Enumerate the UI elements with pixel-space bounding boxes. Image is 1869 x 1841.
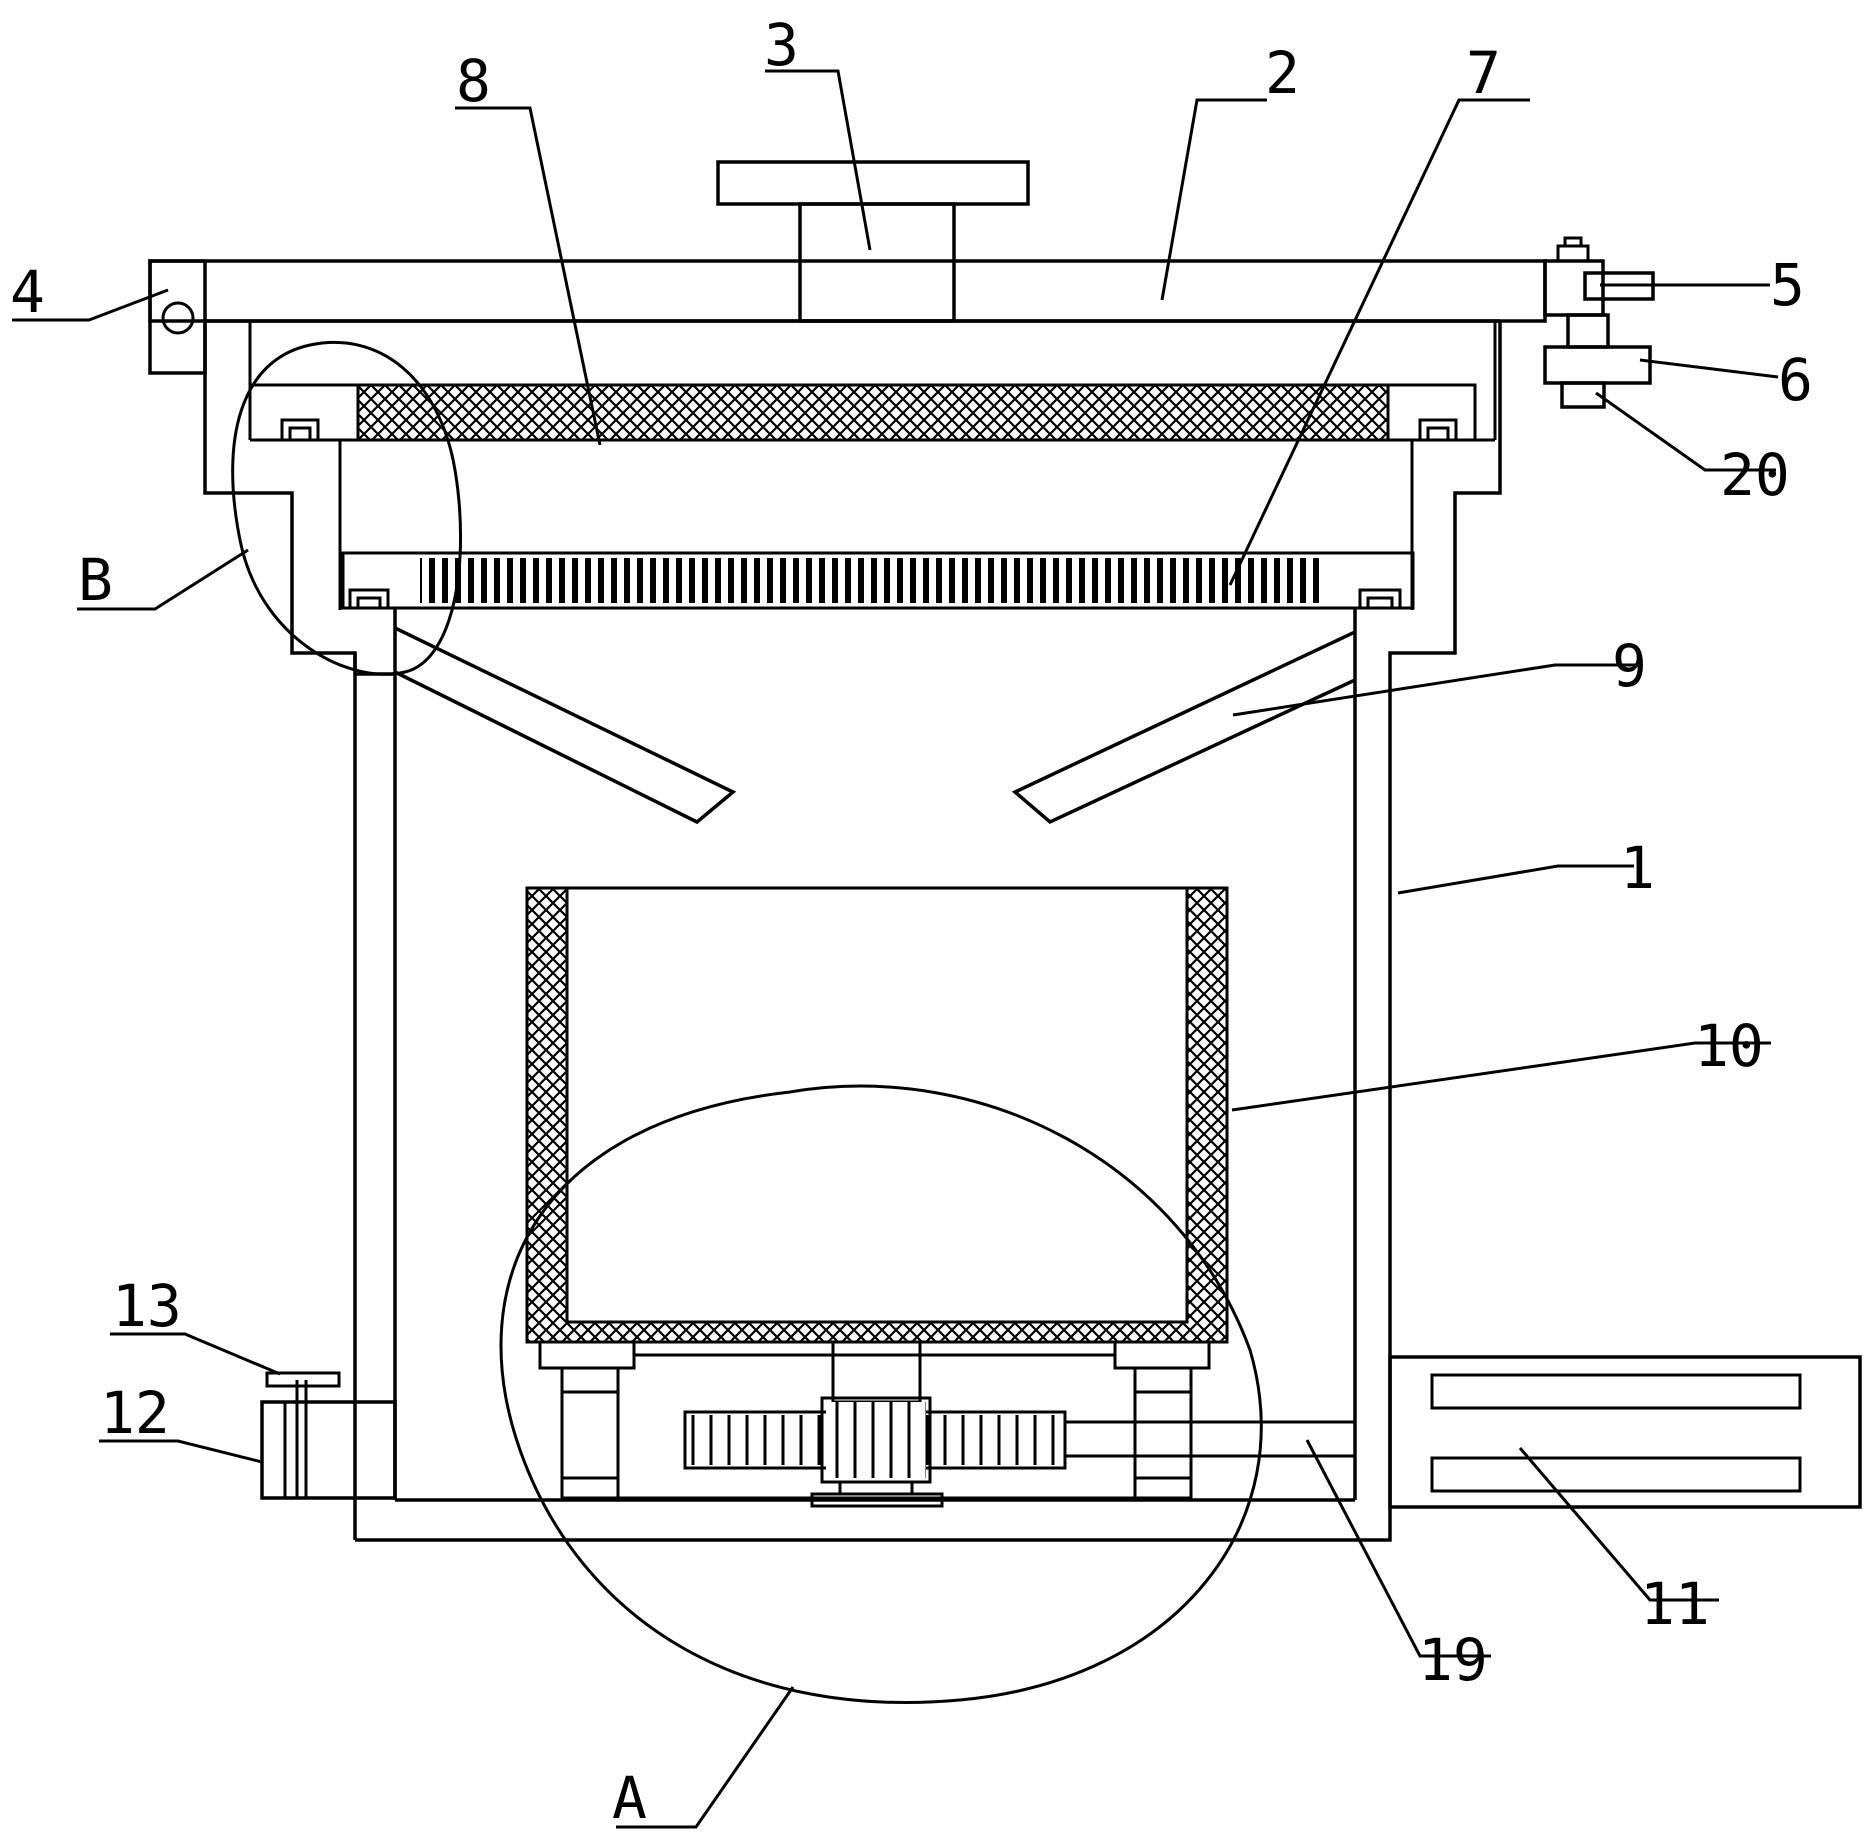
label-a: A <box>612 1764 647 1832</box>
part-labels: 3 2 8 7 4 5 6 20 B 9 1 10 13 12 11 19 A <box>10 11 1813 1832</box>
outlet-valve <box>260 1371 397 1500</box>
handle <box>716 160 1030 323</box>
label-7: 7 <box>1466 39 1501 107</box>
label-11: 11 <box>1640 1570 1710 1638</box>
deflector-plates <box>394 626 1356 825</box>
leader-lines <box>12 69 1779 1829</box>
collection-basket <box>525 886 1229 1344</box>
callout-b-circle <box>231 340 463 676</box>
callout-a-circle <box>499 1084 1263 1705</box>
label-13: 13 <box>112 1272 182 1340</box>
fine-screen <box>356 383 1390 442</box>
label-2: 2 <box>1265 39 1300 107</box>
lid <box>148 259 1547 323</box>
drive-assembly <box>538 1340 1355 1508</box>
drawer-box <box>1388 1355 1862 1509</box>
label-8: 8 <box>456 47 491 115</box>
label-1: 1 <box>1620 834 1655 902</box>
label-5: 5 <box>1770 251 1805 319</box>
label-19: 19 <box>1418 1626 1488 1694</box>
label-20: 20 <box>1720 441 1790 509</box>
main-body <box>353 608 1392 1542</box>
hinge <box>148 259 207 375</box>
latch-assembly <box>1543 236 1655 409</box>
label-10: 10 <box>1694 1012 1764 1080</box>
label-3: 3 <box>764 11 799 79</box>
label-6: 6 <box>1778 346 1813 414</box>
label-9: 9 <box>1612 632 1647 700</box>
label-4: 4 <box>10 258 45 326</box>
coarse-screen <box>341 551 1415 610</box>
label-12: 12 <box>100 1379 170 1447</box>
label-b: B <box>78 546 113 614</box>
